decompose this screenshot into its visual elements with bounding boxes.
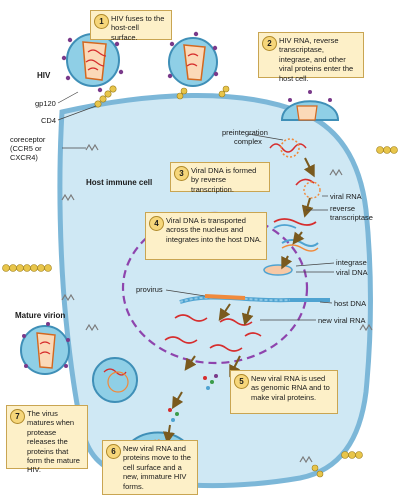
label-new-viral-rna: new viral RNA: [318, 316, 366, 325]
label-preintegration-2: complex: [234, 137, 262, 146]
step-5-number: 5: [234, 374, 249, 389]
step-1-number: 1: [94, 14, 109, 29]
cd4-receptors: [2, 85, 398, 478]
label-viral-rna: viral RNA: [330, 192, 362, 201]
coreceptors: [61, 143, 373, 464]
label-host-dna: host DNA: [334, 299, 366, 308]
step-2-number: 2: [262, 36, 277, 51]
label-coreceptor-3: CXCR4): [10, 153, 38, 162]
label-integrase: integrase: [336, 258, 367, 267]
label-host-cell: Host immune cell: [86, 178, 152, 187]
label-mature-virion: Mature virion: [15, 311, 65, 320]
step-6-box: 6 New viral RNA and proteins move to the…: [102, 440, 198, 495]
step-1-box: 1 HIV fuses to the host-cell surface.: [90, 10, 172, 42]
host-dna: [179, 294, 330, 304]
label-preintegration-1: preintegration: [222, 128, 268, 137]
step-3-box: 3 Viral DNA is formed by reverse transcr…: [170, 162, 270, 194]
step-4-number: 4: [149, 216, 164, 231]
label-viral-dna: viral DNA: [336, 268, 368, 277]
label-gp120: gp120: [35, 99, 56, 108]
step-4-text: Viral DNA is transported across the nucl…: [166, 216, 262, 244]
fusing-virion: [280, 90, 340, 121]
step-5-box: 5 New viral RNA is used as genomic RNA a…: [230, 370, 338, 414]
label-provirus: provirus: [136, 285, 163, 294]
mature-virion: [20, 322, 70, 375]
label-coreceptor-2: (CCR5 or: [10, 144, 42, 153]
step-2-box: 2 HIV RNA, reverse transcriptase, integr…: [258, 32, 364, 83]
step-3-number: 3: [174, 166, 189, 181]
label-rt-2: transcriptase: [330, 213, 373, 222]
vesicle: [92, 357, 138, 403]
label-hiv: HIV: [37, 71, 51, 80]
host-cell: [57, 93, 373, 489]
step-3-text: Viral DNA is formed by reverse transcrip…: [191, 166, 257, 194]
label-coreceptor-1: coreceptor: [10, 135, 46, 144]
leader-lines: [57, 91, 335, 321]
step-7-text: The virus matures when protease releases…: [27, 409, 80, 475]
hiv-virion-1: [61, 27, 124, 93]
viral-proteins: [168, 374, 218, 422]
step-6-text: New viral RNA and proteins move to the c…: [123, 444, 191, 491]
process-arrows: [162, 157, 315, 444]
label-rt-1: reverse: [330, 204, 355, 213]
step-5-text: New viral RNA is used as genomic RNA and…: [251, 374, 330, 402]
step-1-text: HIV fuses to the host-cell surface.: [111, 14, 165, 42]
step-7-box: 7 The virus matures when protease releas…: [6, 405, 88, 474]
step-7-number: 7: [10, 409, 25, 424]
step-2-text: HIV RNA, reverse transcriptase, integras…: [279, 36, 354, 83]
label-cd4: CD4: [41, 116, 56, 125]
step-4-box: 4 Viral DNA is transported across the nu…: [145, 212, 267, 260]
step-6-number: 6: [106, 444, 121, 459]
preintegration-complex: [269, 138, 321, 199]
hiv-virion-2: [167, 31, 219, 87]
